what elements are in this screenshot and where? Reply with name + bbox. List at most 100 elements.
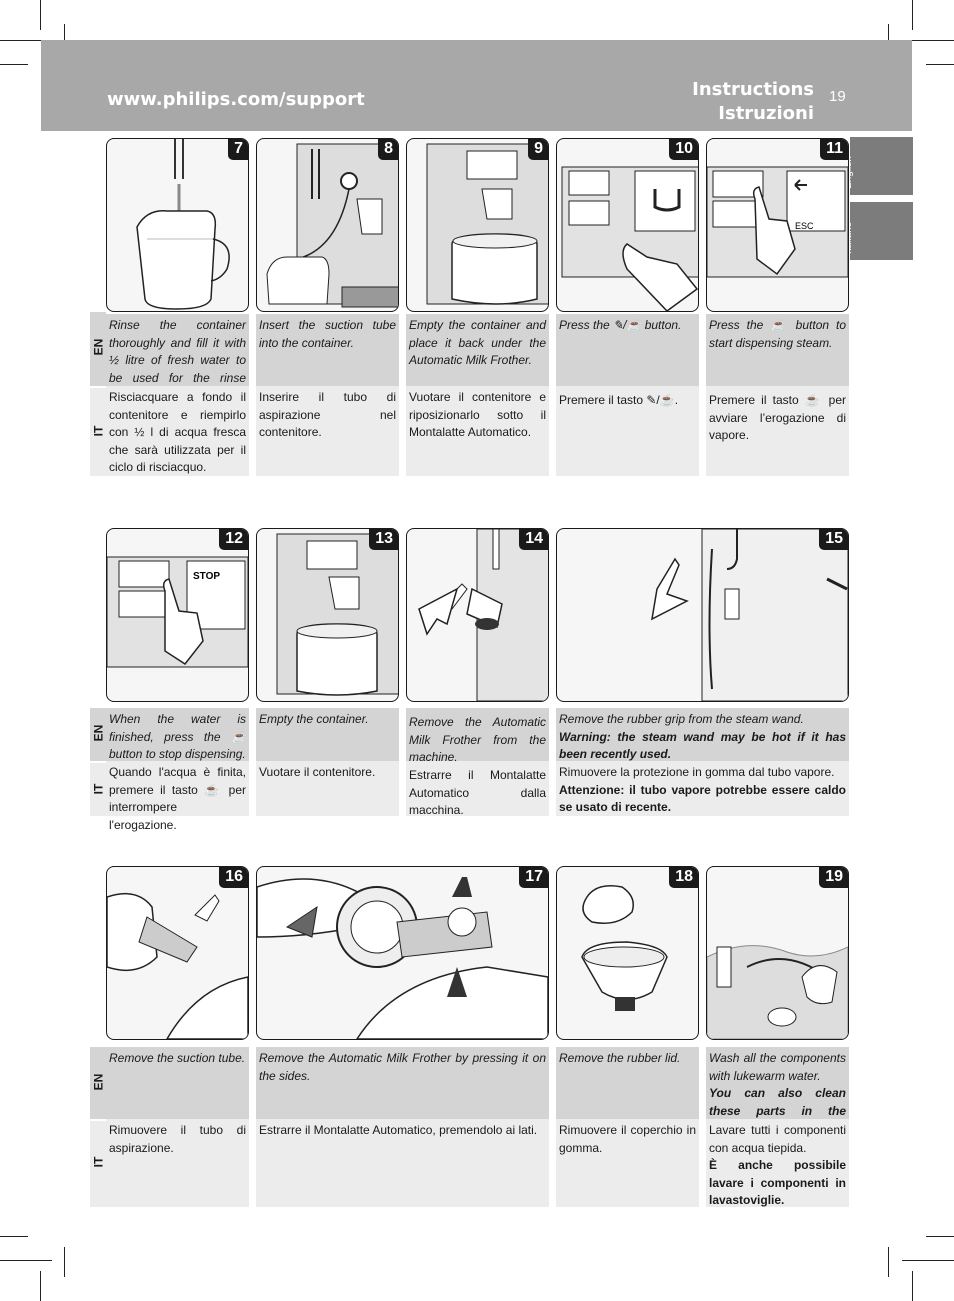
stop-dispensing-illustration: STOP <box>107 556 248 668</box>
illustration-step-18: 18 <box>556 866 699 1040</box>
step-17-it-text: Estrarre il Montalatte Automatico, preme… <box>256 1119 549 1207</box>
stop-label: STOP <box>193 571 220 582</box>
crop-mark <box>64 1247 65 1277</box>
step-13-en-text: Empty the container. <box>256 708 399 763</box>
step-19-it-block: Lavare tutti i componenti con acqua tiep… <box>706 1119 849 1207</box>
esc-label: ESC <box>795 221 814 231</box>
lang-bar-en <box>90 312 106 386</box>
step-8-en-text: Insert the suction tube into the contain… <box>256 314 399 388</box>
step-number: 17 <box>519 867 548 888</box>
container-under-frother-illustration <box>426 143 548 305</box>
step-19-it-warning: È anche possibile lavare i componenti in… <box>709 1158 846 1207</box>
step-number: 11 <box>820 139 848 160</box>
step-15-it-text: Rimuovere la protezione in gomma dal tub… <box>559 765 835 779</box>
step-15-it-warning: Attenzione: il tubo vapore potrebbe esse… <box>559 782 846 815</box>
crop-mark <box>902 40 954 41</box>
illustration-step-10: 10 <box>556 138 699 312</box>
step-14-it-text: Estrarre il Montalatte Automatico dalla … <box>406 761 549 817</box>
crop-mark <box>926 1236 954 1237</box>
remove-suction-tube-illustration <box>107 892 248 1039</box>
machine-suction-tube-illustration <box>266 143 398 308</box>
lang-label-en: EN <box>91 1073 106 1091</box>
step-19-en-block: Wash all the components with lukewarm wa… <box>706 1047 849 1135</box>
tab-english[interactable]: English <box>843 137 913 195</box>
illustration-step-12: STOP 12 <box>106 528 249 702</box>
step-10-it-text: Premere il tasto ✎/☕. <box>556 386 699 476</box>
step-15-en-block: Remove the rubber grip from the steam wa… <box>556 708 849 763</box>
illustration-step-16: 16 <box>106 866 249 1040</box>
lang-bar-it <box>90 763 106 816</box>
step-number: 13 <box>369 529 398 550</box>
step-number: 10 <box>669 139 698 160</box>
illustration-step-7: 7 <box>106 138 249 312</box>
title-english: Instructions <box>692 79 814 100</box>
step-number: 8 <box>378 139 398 160</box>
tab-italiano[interactable]: Italiano <box>843 202 913 260</box>
remove-rubber-grip-illustration <box>651 529 848 701</box>
lang-label-en: EN <box>91 724 106 742</box>
crop-mark <box>902 1260 954 1261</box>
illustration-step-8: 8 <box>256 138 399 312</box>
page-number: 19 <box>829 88 846 105</box>
step-11-it-text: Premere il tasto ☕ per avviare l’erogazi… <box>706 386 849 476</box>
lang-label-it: IT <box>91 1156 106 1168</box>
lang-bar-it <box>90 388 106 476</box>
illustration-step-17: 17 <box>256 866 549 1040</box>
step-17-en-text: Remove the Automatic Milk Frother by pre… <box>256 1047 549 1121</box>
step-15-it-block: Rimuovere la protezione in gomma dal tub… <box>556 761 849 816</box>
step-number: 19 <box>819 867 848 888</box>
remove-rubber-lid-illustration <box>581 885 668 1011</box>
step-11-en-text: Press the ☕ button to start dispensing s… <box>706 314 849 388</box>
crop-mark <box>0 40 52 41</box>
crop-mark <box>64 24 65 44</box>
illustration-step-9: 9 <box>406 138 549 312</box>
step-number: 16 <box>219 867 248 888</box>
lang-bar-it <box>90 1121 106 1207</box>
crop-mark <box>888 24 889 44</box>
step-number: 14 <box>519 529 548 550</box>
step-13-it-text: Vuotare il contenitore. <box>256 761 399 816</box>
crop-mark <box>888 1247 889 1277</box>
illustration-step-14: 14 <box>406 528 549 702</box>
step-number: 18 <box>669 867 698 888</box>
illustration-step-13: 13 <box>256 528 399 702</box>
empty-container-illustration <box>276 533 398 696</box>
step-19-it-text: Lavare tutti i componenti con acqua tiep… <box>709 1123 846 1155</box>
remove-frother-illustration <box>418 529 548 701</box>
step-8-it-text: Inserire il tubo di aspirazione nel cont… <box>256 386 399 476</box>
press-sides-frother-illustration <box>257 877 548 1039</box>
pitcher-filling-illustration <box>136 139 230 310</box>
crop-mark <box>0 64 28 65</box>
step-18-en-text: Remove the rubber lid. <box>556 1047 699 1121</box>
step-12-en-text: When the water is finished, press the ☕ … <box>106 708 249 763</box>
step-9-en-text: Empty the container and place it back un… <box>406 314 549 388</box>
lang-label-en: EN <box>91 338 106 356</box>
illustration-step-15: 15 <box>556 528 849 702</box>
lang-label-it: IT <box>91 783 106 795</box>
step-12-it-text: Quando l'acqua è finita, premere il tast… <box>106 761 249 832</box>
step-19-en-text: Wash all the components with lukewarm wa… <box>709 1051 846 1083</box>
step-10-en-text: Press the ✎/☕ button. <box>556 314 699 388</box>
step-9-it-text: Vuotare il contenitore e riposizionarlo … <box>406 386 549 476</box>
press-steam-button-illustration: ESC <box>707 166 848 278</box>
support-url[interactable]: www.philips.com/support <box>107 89 365 110</box>
step-18-it-text: Rimuovere il coperchio in gomma. <box>556 1119 699 1207</box>
crop-mark <box>40 0 41 30</box>
crop-mark <box>926 64 954 65</box>
crop-mark <box>912 1271 913 1301</box>
step-15-en-warning: Warning: the steam wand may be hot if it… <box>559 729 846 762</box>
page-title: Instructions Istruzioni <box>692 78 814 126</box>
step-number: 7 <box>228 139 248 160</box>
crop-mark <box>912 0 913 30</box>
crop-mark <box>0 1260 52 1261</box>
press-clean-button-illustration <box>561 166 698 311</box>
step-15-en-text: Remove the rubber grip from the steam wa… <box>559 712 804 726</box>
page-header: www.philips.com/support Instructions Ist… <box>41 40 912 131</box>
title-italian: Istruzioni <box>718 103 814 124</box>
step-7-it-text: Risciacquare a fondo il contenitore e ri… <box>106 386 249 476</box>
lang-bar-en <box>90 708 106 761</box>
illustration-step-19: 19 <box>706 866 849 1040</box>
step-16-en-text: Remove the suction tube. <box>106 1047 249 1121</box>
step-number: 15 <box>819 529 848 550</box>
lang-bar-en <box>90 1047 106 1119</box>
